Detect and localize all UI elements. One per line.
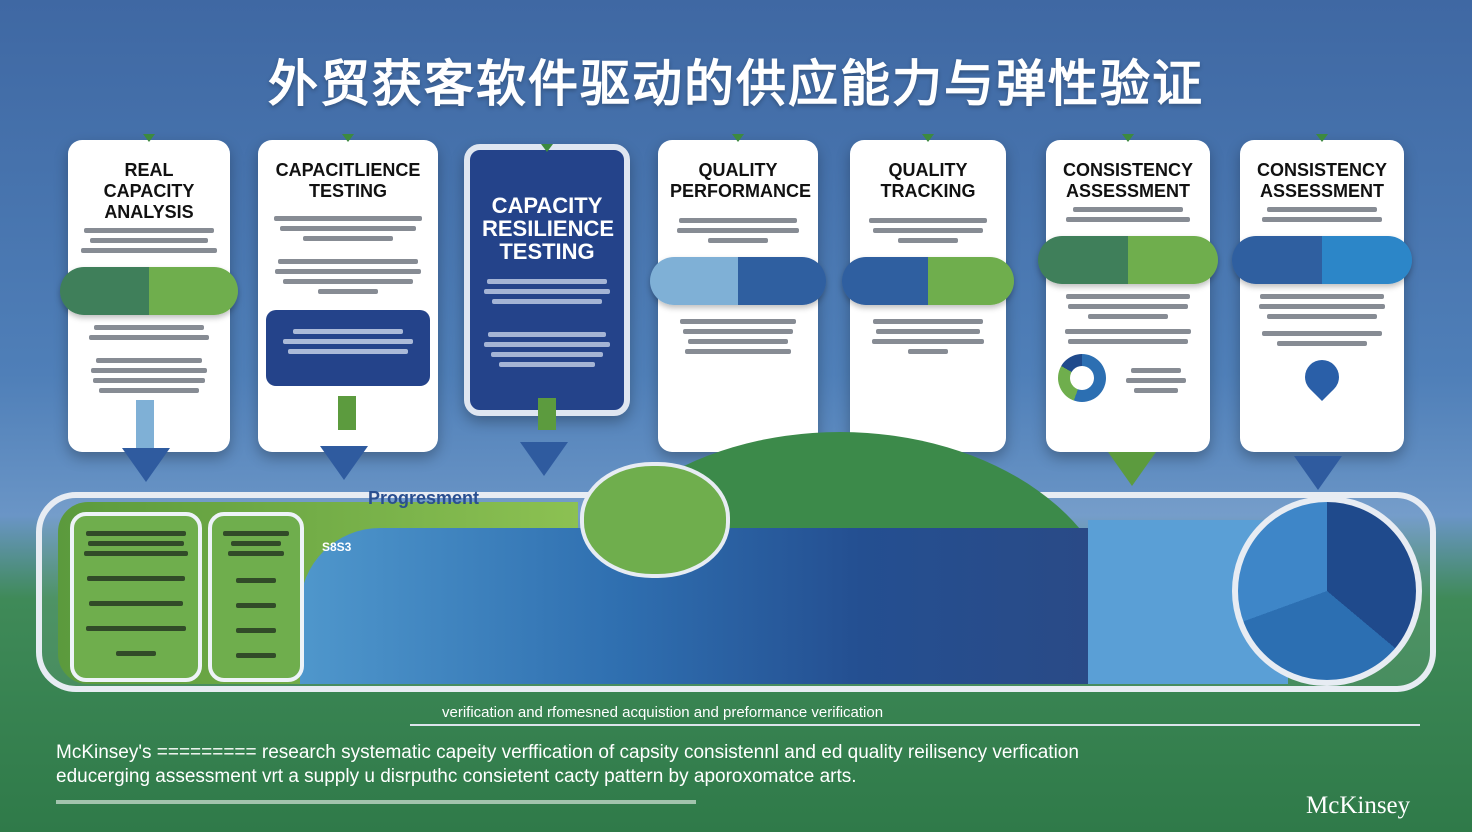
pill-row	[60, 267, 238, 315]
footer-line-2: educerging assessment vrt a supply u dis…	[56, 766, 857, 787]
page-title: 外贸获客软件驱动的供应能力与弹性验证	[268, 55, 1204, 113]
progression-label: Progresment	[368, 488, 480, 508]
pill-row	[650, 257, 826, 305]
card-title: CAPACITLIENCE TESTING	[275, 160, 421, 201]
arrow-stem	[136, 400, 154, 448]
notch-icon	[143, 134, 155, 142]
down-arrow-icon	[1108, 452, 1156, 486]
card-quality-performance[interactable]: QUALITY PERFORMANCE	[650, 134, 826, 452]
card-title: CAPACITY RESILIENCE TESTING	[482, 193, 615, 264]
down-arrow-icon	[320, 446, 368, 480]
brand-logo: McKinsey	[1306, 792, 1411, 819]
map-pin-icon	[1297, 352, 1347, 402]
metrics-panel-left	[70, 512, 202, 682]
arrow-stem	[338, 396, 356, 430]
card-title: QUALITY PERFORMANCE	[670, 160, 812, 201]
arrow-stem	[538, 398, 556, 430]
down-arrow-icon	[1294, 456, 1342, 490]
pill-row	[1232, 236, 1412, 284]
footer-line-1: McKinsey's ========= research systematic…	[56, 742, 1079, 763]
cloud-icon	[580, 462, 730, 578]
notch-icon	[732, 134, 744, 142]
card-quality-tracking[interactable]: QUALITY TRACKING	[842, 134, 1014, 452]
notch-icon	[922, 134, 934, 142]
metrics-panel-right	[208, 512, 304, 682]
notch-icon	[342, 134, 354, 142]
card-real-capacity-analysis[interactable]: REAL CAPACITY ANALYSIS	[60, 134, 238, 452]
card-consistency-assessment-2[interactable]: CONSISTENCY ASSESSMENT	[1232, 134, 1412, 452]
progress-badge: S8S3	[322, 540, 352, 554]
notch-icon	[541, 144, 553, 152]
notch-icon	[1122, 134, 1134, 142]
notch-icon	[1316, 134, 1328, 142]
pie-chart-icon	[1232, 496, 1422, 686]
card-consistency-assessment-1[interactable]: CONSISTENCY ASSESSMENT	[1038, 134, 1218, 452]
down-arrow-icon	[122, 448, 170, 482]
card-capacity-resilience-testing[interactable]: CAPACITY RESILIENCE TESTING	[464, 144, 630, 416]
footer-divider	[410, 724, 1420, 726]
pill-row	[1038, 236, 1218, 284]
footer-caption: verification and rfomesned acquistion an…	[442, 704, 884, 721]
card-capacitlience-testing[interactable]: CAPACITLIENCE TESTING	[258, 134, 438, 452]
down-arrow-icon	[520, 442, 568, 476]
donut-chart-icon	[1058, 354, 1106, 402]
card-title: REAL CAPACITY ANALYSIS	[103, 160, 195, 222]
card-title: CONSISTENCY ASSESSMENT	[1256, 160, 1388, 201]
fine-print	[56, 800, 696, 804]
card-title: CONSISTENCY ASSESSMENT	[1062, 160, 1194, 201]
card-title: QUALITY TRACKING	[880, 160, 976, 201]
pill-row	[842, 257, 1014, 305]
